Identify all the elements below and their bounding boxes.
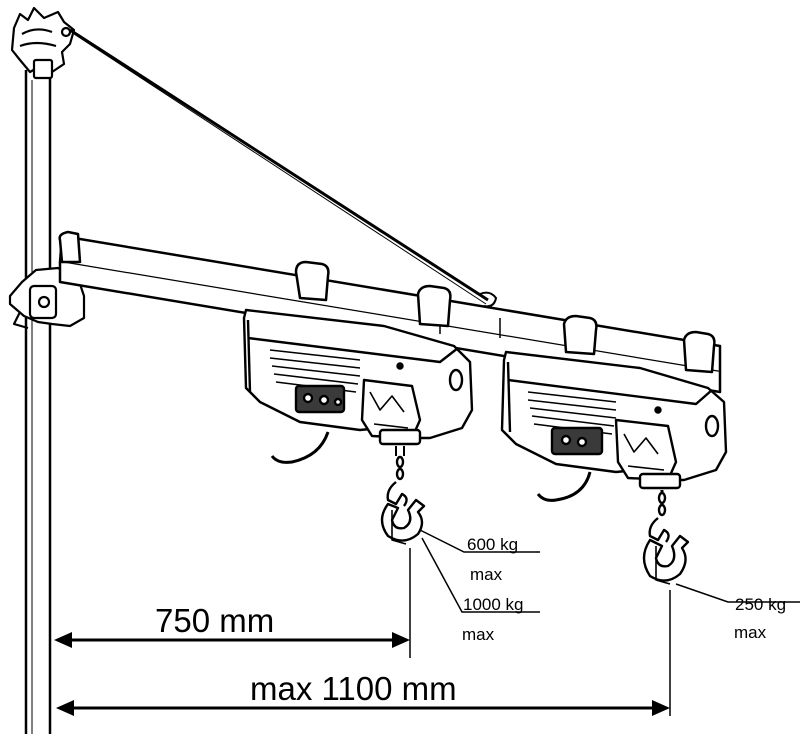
- top-clamp: [10, 6, 76, 80]
- dimension-lines: [54, 548, 671, 716]
- mast: [24, 70, 52, 734]
- load-label-250: 250 kg: [735, 595, 786, 614]
- load-note-250: max: [734, 623, 767, 642]
- hoist-left: [242, 308, 474, 545]
- load-label-600: 600 kg: [467, 535, 518, 554]
- leader-lines: [419, 529, 800, 613]
- tie-rod: [69, 28, 498, 308]
- dimension-long-reach: max 1100 mm: [250, 670, 457, 707]
- dimension-short-reach: 750 mm: [155, 602, 274, 639]
- hoist-right: [500, 350, 728, 585]
- load-label-1000: 1000 kg: [463, 595, 524, 614]
- load-note-1000: max: [462, 625, 495, 644]
- load-note-600: max: [470, 565, 503, 584]
